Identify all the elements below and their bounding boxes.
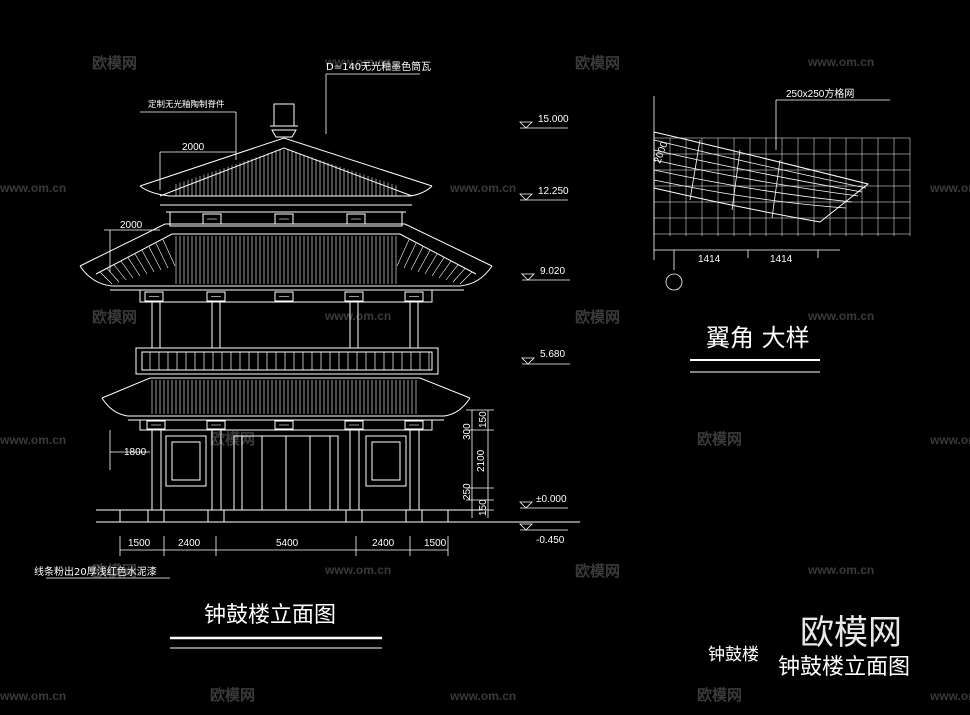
main-title-block: 钟鼓楼立面图 [170, 603, 382, 649]
elevation-label: 9.020 [540, 266, 565, 277]
elevation-label: 15.000 [538, 114, 569, 125]
dim-left-low: 1800 [124, 447, 147, 458]
main-title: 钟鼓楼立面图 [204, 603, 336, 628]
dim-left-top: 2000 [182, 142, 205, 153]
watermark-brand: 欧模网 [210, 430, 255, 448]
top-roof-tiles [175, 150, 397, 196]
lower-roof [101, 377, 471, 421]
dim-right: 150 [478, 499, 489, 516]
detail-dim: 1414 [698, 254, 721, 265]
bell-drum-tower-elevation [79, 103, 580, 523]
watermark-brand: 欧模网 [575, 54, 620, 72]
watermark-brand: 欧模网 [697, 686, 742, 704]
dim-bottom: 5400 [276, 538, 299, 549]
watermark-brand: 欧模网 [92, 54, 137, 72]
grid-250x250 [653, 137, 911, 236]
middle-brackets [139, 289, 433, 303]
watermark-url: www.om.cn [929, 689, 970, 703]
dim-bottom: 2400 [372, 538, 395, 549]
watermark-brand: 欧模网 [92, 308, 137, 326]
elevation-label: ±0.000 [536, 494, 567, 505]
ground-storey [151, 429, 420, 511]
corner-label: 钟鼓楼 [708, 645, 759, 665]
watermark-url: www.om.cn [929, 181, 970, 195]
watermark-url: www.om.cn [449, 689, 516, 703]
dim-bottom: 1500 [424, 538, 447, 549]
watermark-url: www.om.cn [807, 55, 874, 69]
watermark-url: www.om.cn [0, 689, 66, 703]
dim-right: 2100 [476, 449, 487, 472]
ridge-note: 定制无光釉陶制脊件 [148, 99, 225, 110]
watermark-url: www.om.cn [324, 55, 391, 69]
corner-title-block: 钟鼓楼 钟鼓楼立面图 欧模网 [708, 613, 910, 680]
dim-bottom: 1500 [128, 538, 151, 549]
watermark-big-brand: 欧模网 [800, 613, 902, 653]
upper-storey [151, 302, 419, 348]
elevation-label: 12.250 [538, 186, 569, 197]
dim-left-mid: 2000 [120, 220, 143, 231]
balustrade [135, 347, 439, 375]
grid-note: 250x250方格网 [786, 87, 854, 100]
elevation-label: 5.680 [540, 349, 565, 360]
watermark-brand: 欧模网 [697, 430, 742, 448]
lower-roof-tiles [151, 380, 417, 414]
watermark-brand: 欧模网 [575, 308, 620, 326]
middle-roof-tiles [99, 236, 473, 285]
watermark-layer: 欧模网 欧模网 www.om.cn www.om.cn www.om.cn ww… [0, 54, 970, 704]
annotations [46, 73, 570, 579]
watermark-url: www.om.cn [324, 563, 391, 577]
eave-corner-detail [653, 96, 911, 373]
base-line-note: 线条粉出20厚浅红色水泥漆 [34, 565, 157, 578]
dim-right: 150 [478, 411, 489, 428]
corner-title: 钟鼓楼立面图 [778, 655, 910, 680]
annotation-text: D=140无光釉墨色筒瓦 定制无光釉陶制脊件 线条粉出20厚浅红色水泥漆 200… [34, 60, 569, 578]
watermark-url: www.om.cn [0, 433, 66, 447]
elevation-label: -0.450 [536, 535, 565, 546]
watermark-url: www.om.cn [449, 181, 516, 195]
roof-tile-note: D=140无光釉墨色筒瓦 [326, 60, 431, 73]
eave-detail-text: 250x250方格网 1414 1414 2000 翼角 大样 [652, 87, 854, 352]
detail-title: 翼角 大样 [706, 324, 810, 352]
watermark-brand: 欧模网 [210, 686, 255, 704]
dim-right: 250 [462, 483, 473, 500]
base-platform [96, 509, 580, 523]
watermark-url: www.om.cn [807, 563, 874, 577]
middle-roof [79, 223, 493, 291]
dim-bottom: 2400 [178, 538, 201, 549]
watermark-url: www.om.cn [807, 309, 874, 323]
upper-brackets [169, 211, 403, 227]
elevation-markers [519, 121, 570, 531]
watermark-brand: 欧模网 [575, 562, 620, 580]
detail-side-dim: 2000 [652, 140, 670, 165]
watermark-url: www.om.cn [929, 433, 970, 447]
watermark-url: www.om.cn [0, 181, 66, 195]
watermark-brand: 欧模网 [92, 562, 137, 580]
detail-dim: 1414 [770, 254, 793, 265]
lower-brackets [139, 419, 433, 431]
ridge-ornament [270, 103, 298, 138]
dim-right: 300 [462, 423, 473, 440]
